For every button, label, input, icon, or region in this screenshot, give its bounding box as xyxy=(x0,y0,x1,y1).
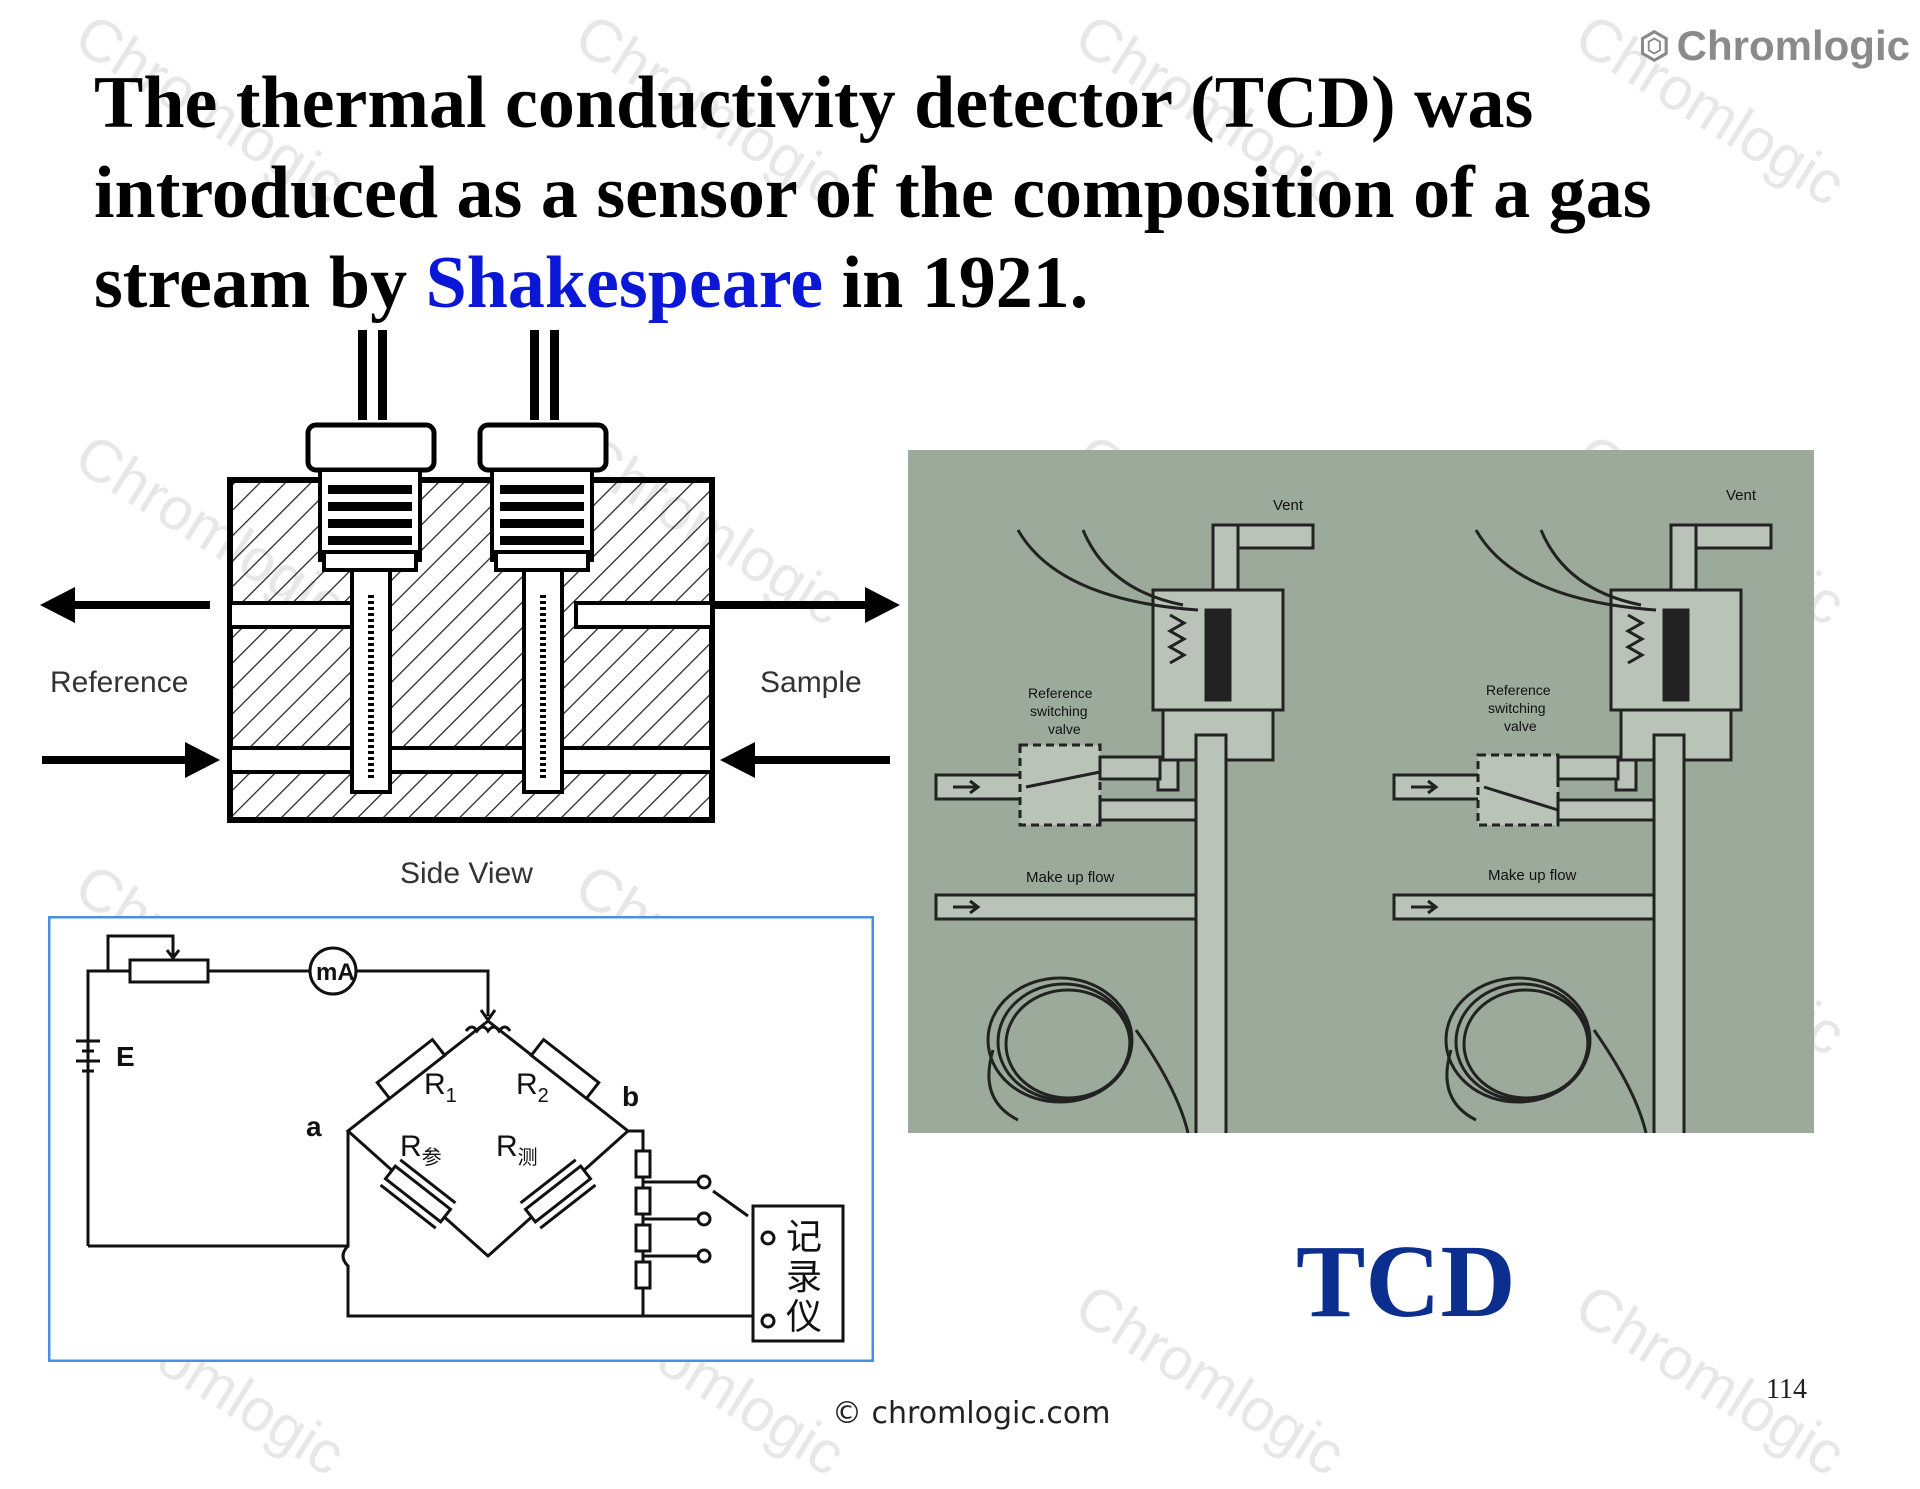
valve-label-right-2: switching xyxy=(1488,700,1546,716)
tcd-label: TCD xyxy=(1296,1224,1516,1339)
flow-diagram-photo: Vent Reference switching valve Make up f… xyxy=(908,450,1814,1133)
arrow-left-in xyxy=(42,742,220,778)
valve-label-right-1: Reference xyxy=(1486,682,1551,698)
valve-label-left-1: Reference xyxy=(1028,685,1093,701)
slide-heading: The thermal conductivity detector (TCD) … xyxy=(94,58,1714,328)
vent-label-left: Vent xyxy=(1273,497,1304,514)
recorder-label-1: 记 xyxy=(786,1216,822,1257)
recorder-label-3: 仪 xyxy=(786,1296,822,1337)
recorder-label-2: 录 xyxy=(786,1256,822,1297)
makeup-label-right: Make up flow xyxy=(1488,867,1577,884)
arrow-right-out xyxy=(713,587,900,623)
hexagon-logo-icon xyxy=(1640,29,1668,63)
heading-text: The thermal conductivity detector (TCD) … xyxy=(94,62,1652,324)
probe-right xyxy=(477,330,609,794)
node-a-label: a xyxy=(306,1111,322,1142)
r-meas-label: R测 xyxy=(496,1130,538,1169)
bridge-circuit-diagram: mA E a b R1 R2 R参 R测 记 录 仪 xyxy=(48,916,874,1362)
valve-label-left-3: valve xyxy=(1048,721,1081,737)
watermark: Chromlogic xyxy=(1563,1270,1857,1489)
flow-diagram-left xyxy=(934,523,1315,1133)
battery-label: E xyxy=(116,1041,135,1072)
vent-label-right: Vent xyxy=(1726,487,1757,504)
r2-label: R2 xyxy=(516,1068,549,1107)
sample-label: Sample xyxy=(760,666,862,699)
heading-highlight: Shakespeare xyxy=(425,242,824,324)
makeup-label-left: Make up flow xyxy=(1026,869,1115,886)
footer-copyright: © chromlogic.com xyxy=(832,1396,1111,1431)
meter-label: mA xyxy=(316,959,355,986)
arrow-left-out xyxy=(40,587,210,623)
brand-logo: Chromlogic xyxy=(1640,16,1910,76)
node-b-label: b xyxy=(622,1081,639,1112)
probe-left xyxy=(305,330,437,794)
valve-label-right-3: valve xyxy=(1504,718,1537,734)
valve-label-left-2: switching xyxy=(1030,703,1088,719)
logo-text: Chromlogic xyxy=(1676,22,1910,69)
arrow-right-in xyxy=(720,742,890,778)
page-number: 114 xyxy=(1766,1374,1807,1405)
r1-label: R1 xyxy=(424,1068,457,1107)
side-view-diagram: Reference Sample Side View xyxy=(40,330,900,890)
reference-label: Reference xyxy=(50,666,188,699)
flow-diagram-right xyxy=(1392,523,1773,1133)
r-ref-label: R参 xyxy=(400,1130,442,1169)
side-view-caption: Side View xyxy=(400,857,533,890)
heading-text-end: in 1921. xyxy=(823,242,1089,324)
